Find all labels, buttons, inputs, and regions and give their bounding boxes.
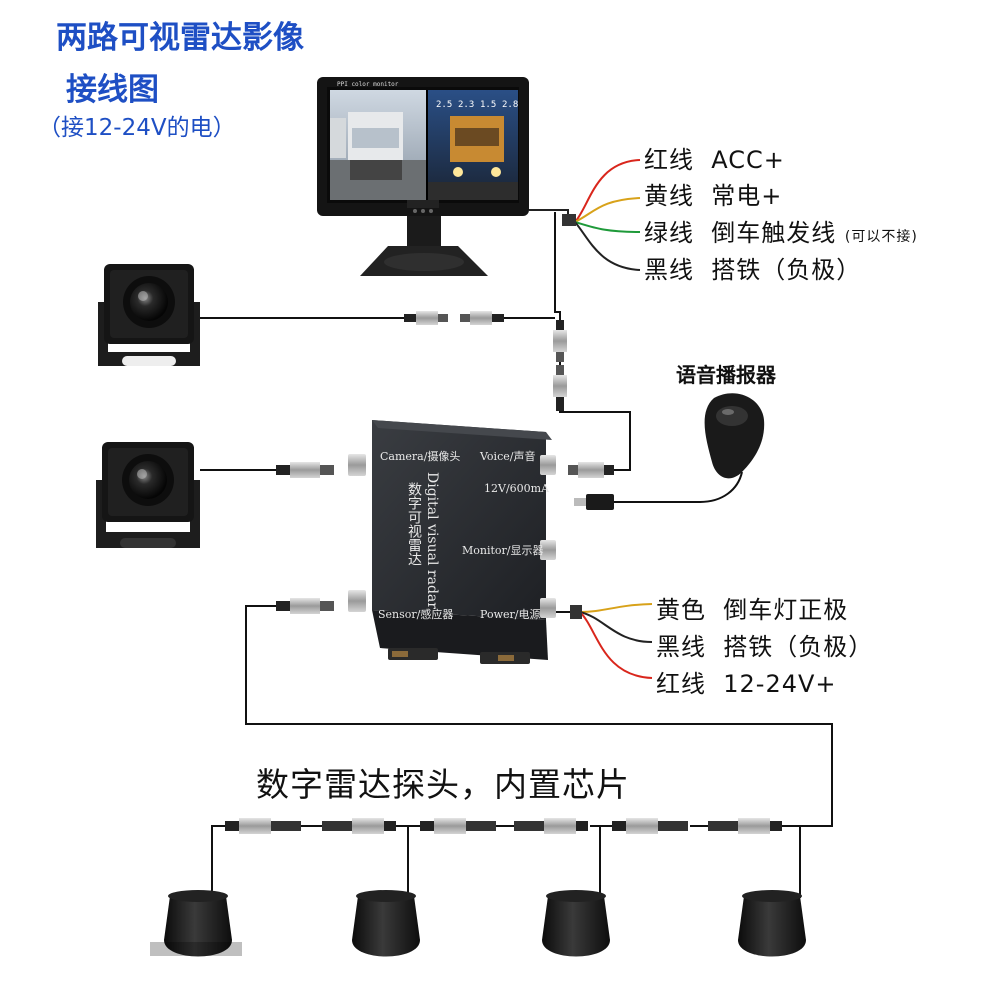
wire-function: 搭铁（负极）: [723, 633, 874, 661]
connector: [404, 311, 448, 325]
dc-plug: [574, 494, 614, 510]
radar-sensor: [542, 890, 610, 957]
monitor-wire-red: [574, 159, 641, 223]
monitor-wire-black-label: 黑线 搭铁（负极）: [644, 250, 861, 285]
wires: [200, 159, 833, 899]
connector: [225, 818, 301, 834]
radar-sensor: [352, 890, 420, 957]
port-power-label: Power/电源: [480, 608, 541, 621]
monitor-distance-3: 1.5: [480, 100, 497, 110]
radar-sensor: [150, 890, 242, 957]
monitor-distance-2: 2.3: [458, 100, 475, 110]
connector: [322, 818, 396, 834]
wire-color-name: 黄色: [656, 596, 706, 624]
connector: [553, 320, 567, 362]
monitor-wire-red-label: 红线 ACC+: [644, 140, 785, 175]
camera-bottom: [96, 442, 200, 548]
wire-color-name: 绿线: [644, 219, 694, 247]
wire-color-name: 黑线: [644, 256, 694, 284]
port-monitor-label: Monitor/显示器: [462, 544, 544, 557]
diagram-subtitle: （接12-24V的电）: [38, 115, 236, 141]
power-harness-splitter: [570, 605, 582, 619]
monitor-harness-splitter: [562, 214, 576, 226]
power-wire-yellow-label: 黄色 倒车灯正极: [656, 590, 848, 625]
port-voice-label: Voice/声音: [480, 450, 536, 463]
diagram-title: 两路可视雷达影像: [56, 20, 304, 56]
wire-function: ACC+: [711, 146, 785, 174]
monitor-wire-yellow: [574, 197, 641, 223]
port-camera-label: Camera/摄像头: [380, 450, 461, 463]
wire-function: 倒车触发线: [711, 219, 837, 247]
power-wire-black: [579, 611, 653, 643]
connector: [420, 818, 496, 834]
power-wire-red: [579, 611, 653, 679]
wire-function: 常电+: [711, 182, 783, 210]
monitor-wire-green: [574, 221, 641, 233]
monitor: [317, 77, 529, 276]
wire-function: 12-24V+: [723, 670, 837, 698]
wire-color-name: 红线: [644, 146, 694, 174]
connector: [708, 818, 782, 834]
wire-color-name: 黄线: [644, 182, 694, 210]
power-wire-black-label: 黑线 搭铁（负极）: [656, 627, 873, 662]
voice-speaker: [704, 393, 765, 479]
box-name-en: Digital visual radar: [424, 472, 440, 609]
monitor-distance-1: 2.5: [436, 100, 453, 110]
connectors: [225, 311, 782, 834]
monitor-wire-green-label: 绿线 倒车触发线 (可以不接): [644, 213, 918, 248]
connector: [276, 598, 334, 614]
connector: [276, 462, 334, 478]
connector: [460, 311, 504, 325]
diagram-title-line2: 接线图: [66, 72, 159, 108]
radar-sensors: [150, 890, 806, 957]
power-wire-red-label: 红线 12-24V+: [656, 664, 837, 699]
connector: [568, 462, 614, 478]
wire-function: 倒车灯正极: [723, 596, 849, 624]
radar-sensor: [738, 890, 806, 957]
camera-top: [98, 264, 200, 366]
monitor-wire-black: [574, 221, 641, 271]
port-sensor-label: Sensor/感应器: [378, 608, 454, 621]
monitor-distance-4: 2.8: [502, 100, 519, 110]
control-box: [348, 420, 556, 664]
port-rating-label: 12V/600mA: [484, 482, 550, 495]
speaker-label: 语音播报器: [676, 363, 776, 387]
connector: [514, 818, 588, 834]
wire-color-name: 黑线: [656, 633, 706, 661]
connector: [553, 365, 567, 411]
wire-note: (可以不接): [844, 229, 918, 245]
sensors-caption: 数字雷达探头，内置芯片: [256, 765, 630, 804]
wire-color-name: 红线: [656, 670, 706, 698]
box-name-cn: 数字可视雷达: [406, 482, 422, 566]
monitor-wire-yellow-label: 黄线 常电+: [644, 176, 782, 211]
wire-function: 搭铁（负极）: [711, 256, 862, 284]
power-wire-yellow: [579, 603, 653, 613]
connector: [612, 818, 688, 834]
monitor-brand-label: PPI color monitor: [337, 81, 399, 88]
